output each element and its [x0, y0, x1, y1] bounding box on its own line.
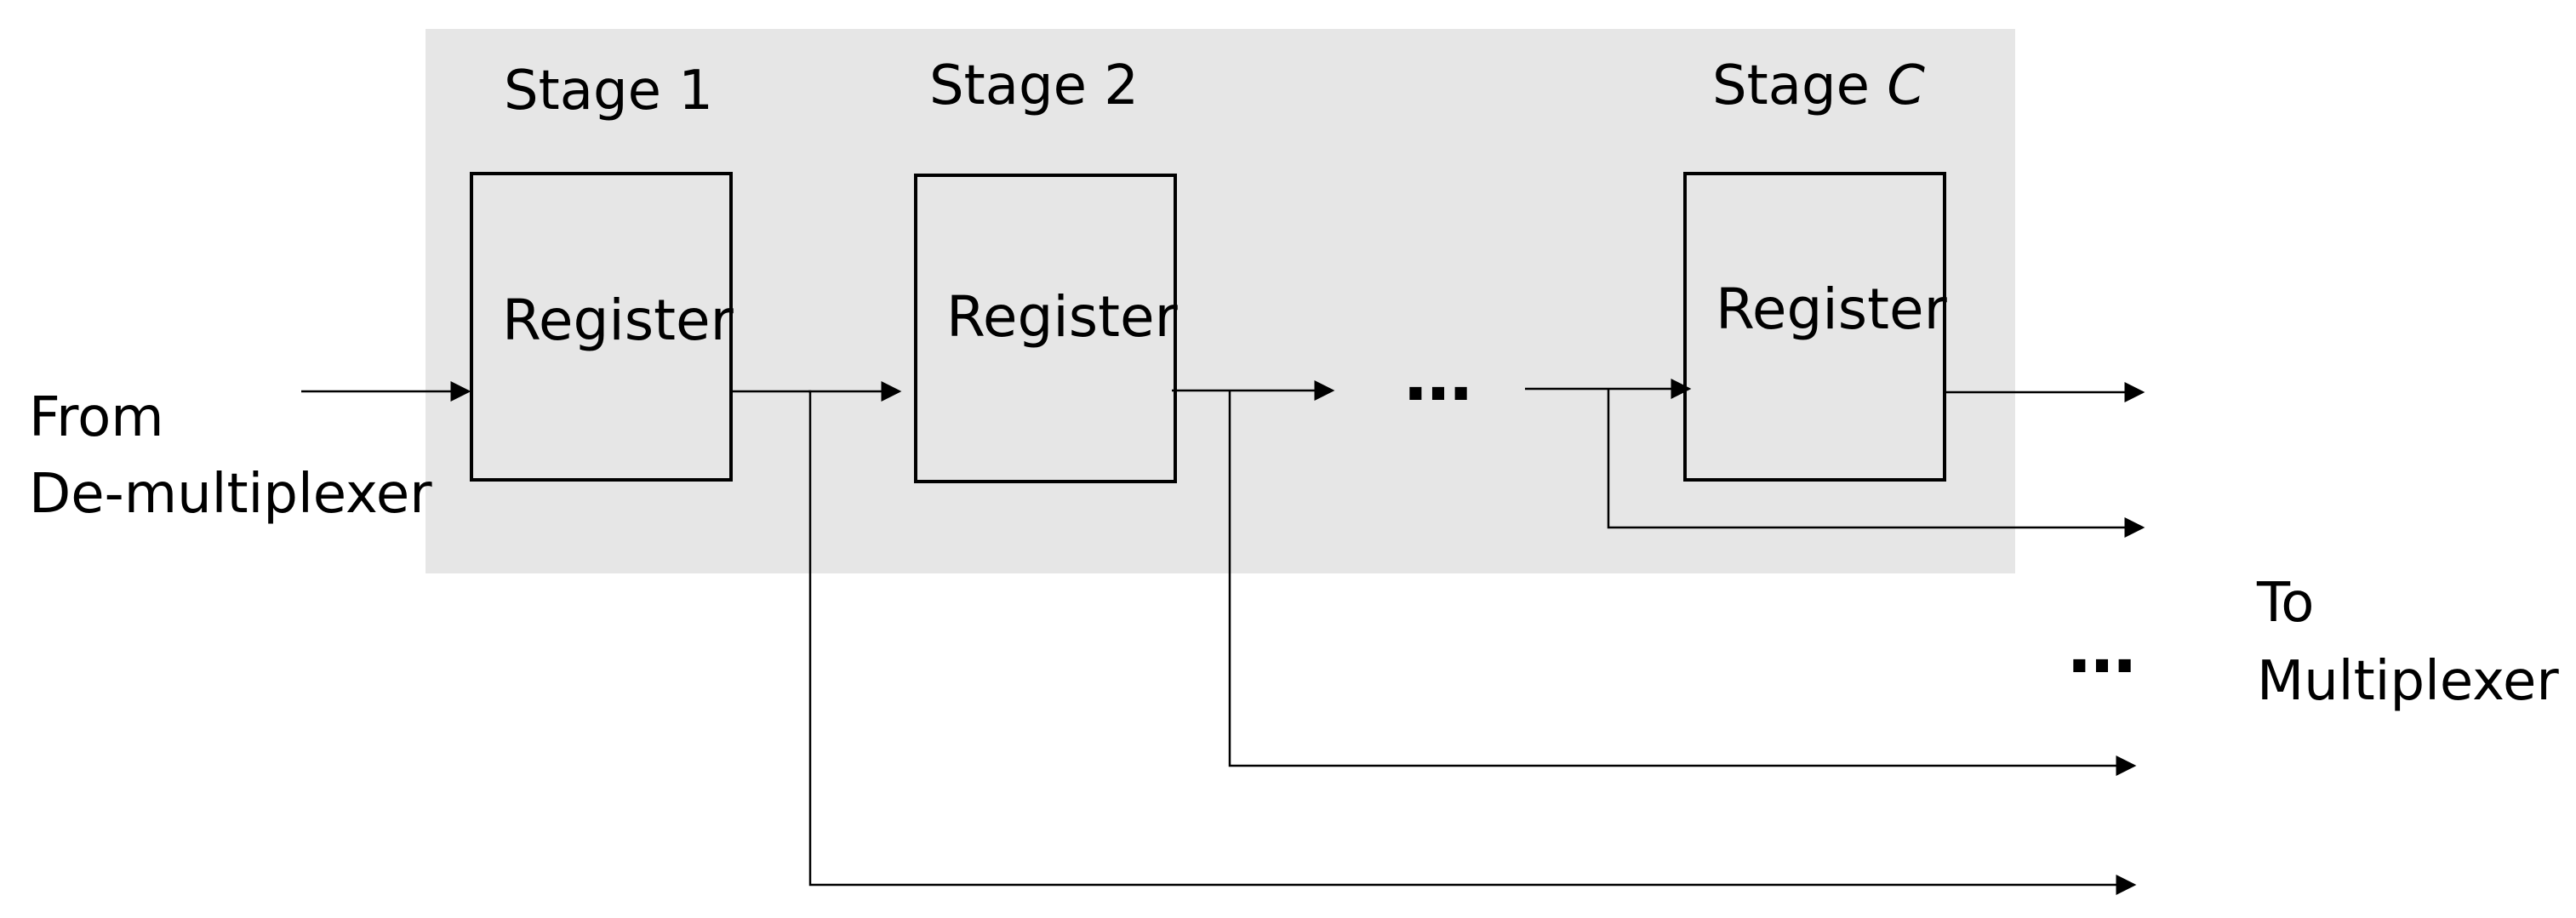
- register-box: [470, 172, 733, 482]
- register-label: Register: [946, 284, 1179, 350]
- register-box: [1683, 172, 1946, 482]
- output-destination-label: To Multiplexer: [2256, 572, 2559, 713]
- register-stage-c: Register: [1683, 172, 1948, 482]
- register-label: Register: [1716, 277, 1948, 342]
- stage-c-heading: Stage C: [1712, 54, 1925, 117]
- stage-1-output-tap: [808, 390, 2137, 895]
- stage-c-input-tap: [1607, 389, 2145, 538]
- register-stage-1: Register: [470, 172, 734, 482]
- input-source-label: From De-multiplexer: [29, 386, 432, 526]
- register-box: [914, 174, 1177, 483]
- output-ellipsis: …: [2068, 609, 2136, 688]
- stage-2-heading: Stage 2: [929, 54, 1139, 117]
- register-label: Register: [502, 288, 734, 353]
- stage-1-heading: Stage 1: [504, 60, 713, 123]
- stage-2-output-tap: [1228, 391, 2137, 776]
- middle-ellipsis: …: [1404, 337, 1472, 416]
- register-stage-2: Register: [914, 174, 1179, 483]
